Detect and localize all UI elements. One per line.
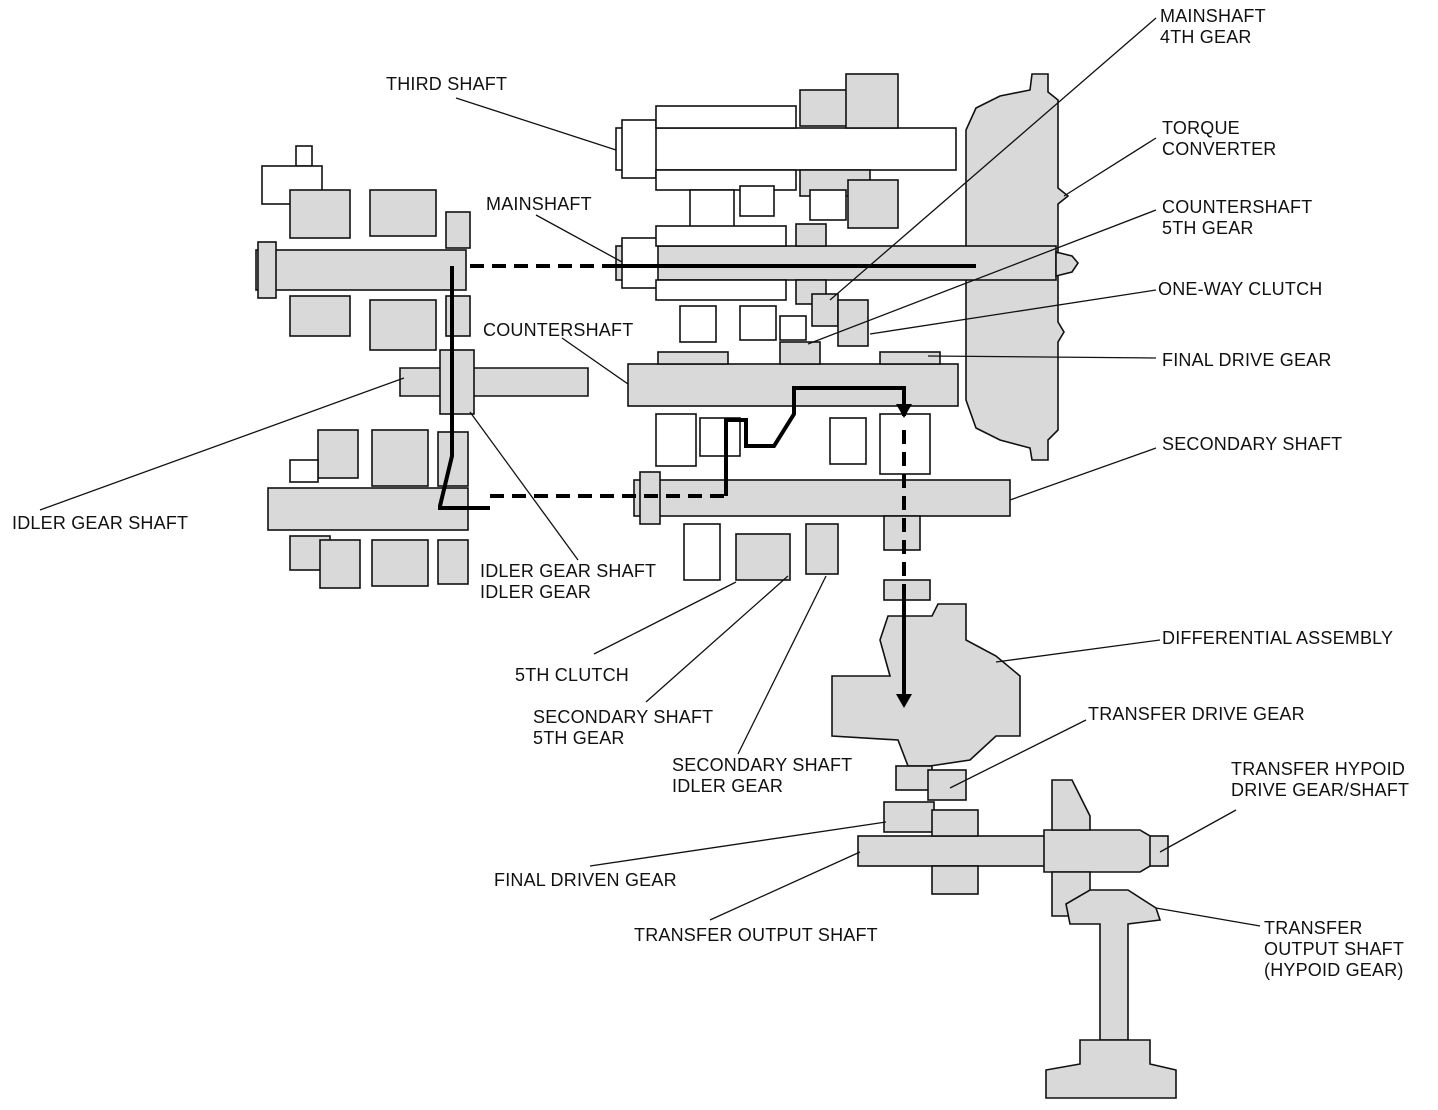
leader-torque-converter [1063, 137, 1157, 197]
leader-idler-gear-idler [469, 411, 579, 561]
label-final-driven-gear: FINAL DRIVEN GEAR [494, 870, 677, 890]
leader-final-drive-gear [927, 355, 1157, 359]
leader-final-driven [589, 821, 887, 867]
leader-differential [995, 639, 1161, 663]
leader-countershaft-5th [807, 209, 1157, 345]
label-transfer-output-shaft-hypoid-gear: TRANSFER OUTPUT SHAFT (HYPOID GEAR) [1264, 918, 1405, 980]
label-transfer-hypoid-drive-gear-shaft: TRANSFER HYPOID DRIVE GEAR/SHAFT [1231, 759, 1410, 800]
leader-lines [39, 17, 1261, 927]
secondary-shaft-assembly [633, 471, 1011, 581]
leader-mainshaft [535, 214, 623, 263]
leader-countershaft [561, 337, 629, 385]
countershaft-clutch-packs [655, 413, 931, 475]
label-countershaft: COUNTERSHAFT [483, 320, 634, 340]
label-mainshaft-4th-gear: MAINSHAFT 4TH GEAR [1160, 6, 1266, 47]
label-idler-gear-shaft-idler-gear: IDLER GEAR SHAFT IDLER GEAR [480, 561, 657, 602]
countershaft-assembly [627, 341, 959, 475]
left-lower-shaft-assembly [267, 429, 469, 589]
leader-one-way-clutch [869, 289, 1157, 335]
label-one-way-clutch: ONE-WAY CLUTCH [1158, 279, 1323, 299]
label-5th-clutch: 5TH CLUTCH [515, 665, 630, 685]
label-secondary-shaft-5th-gear: SECONDARY SHAFT 5TH GEAR [533, 707, 714, 748]
mainshaft-assembly [615, 223, 1080, 347]
label-final-drive-gear: FINAL DRIVE GEAR [1162, 350, 1332, 370]
leader-mainshaft-4th [829, 17, 1157, 301]
leader-transfer-output [709, 851, 861, 921]
leader-5th-clutch [593, 581, 737, 655]
leader-transfer-hypoid [1159, 809, 1237, 853]
leader-idler-gear-shaft [39, 377, 405, 511]
leader-secondary-5th [645, 575, 789, 703]
third-shaft-assembly [615, 73, 957, 235]
idler-gear-shaft-body [399, 349, 589, 415]
label-mainshaft: MAINSHAFT [486, 194, 592, 214]
power-flow-path [438, 264, 976, 708]
label-differential-assembly: DIFFERENTIAL ASSEMBLY [1162, 628, 1394, 648]
left-upper-shaft-assembly [255, 145, 471, 351]
label-countershaft-5th-gear: COUNTERSHAFT 5TH GEAR [1162, 197, 1313, 238]
label-torque-converter: TORQUE CONVERTER [1162, 118, 1277, 159]
label-secondary-shaft-idler-gear: SECONDARY SHAFT IDLER GEAR [672, 755, 853, 796]
leader-secondary-shaft [1009, 447, 1157, 501]
transfer-output-hypoid-gear-body [1045, 889, 1177, 1099]
differential-assembly-body [831, 579, 1021, 801]
mainshaft-clutch-packs [679, 305, 807, 343]
leader-third-shaft [455, 97, 617, 151]
label-third-shaft: THIRD SHAFT [386, 74, 508, 94]
label-transfer-drive-gear: TRANSFER DRIVE GEAR [1088, 704, 1305, 724]
leader-transfer-drive [949, 719, 1087, 789]
label-idler-gear-shaft: IDLER GEAR SHAFT [12, 513, 189, 533]
leader-transfer-output-hypoid [1155, 907, 1261, 927]
label-transfer-output-shaft: TRANSFER OUTPUT SHAFT [634, 925, 878, 945]
label-secondary-shaft: SECONDARY SHAFT [1162, 434, 1343, 454]
leader-secondary-idler [737, 575, 827, 755]
